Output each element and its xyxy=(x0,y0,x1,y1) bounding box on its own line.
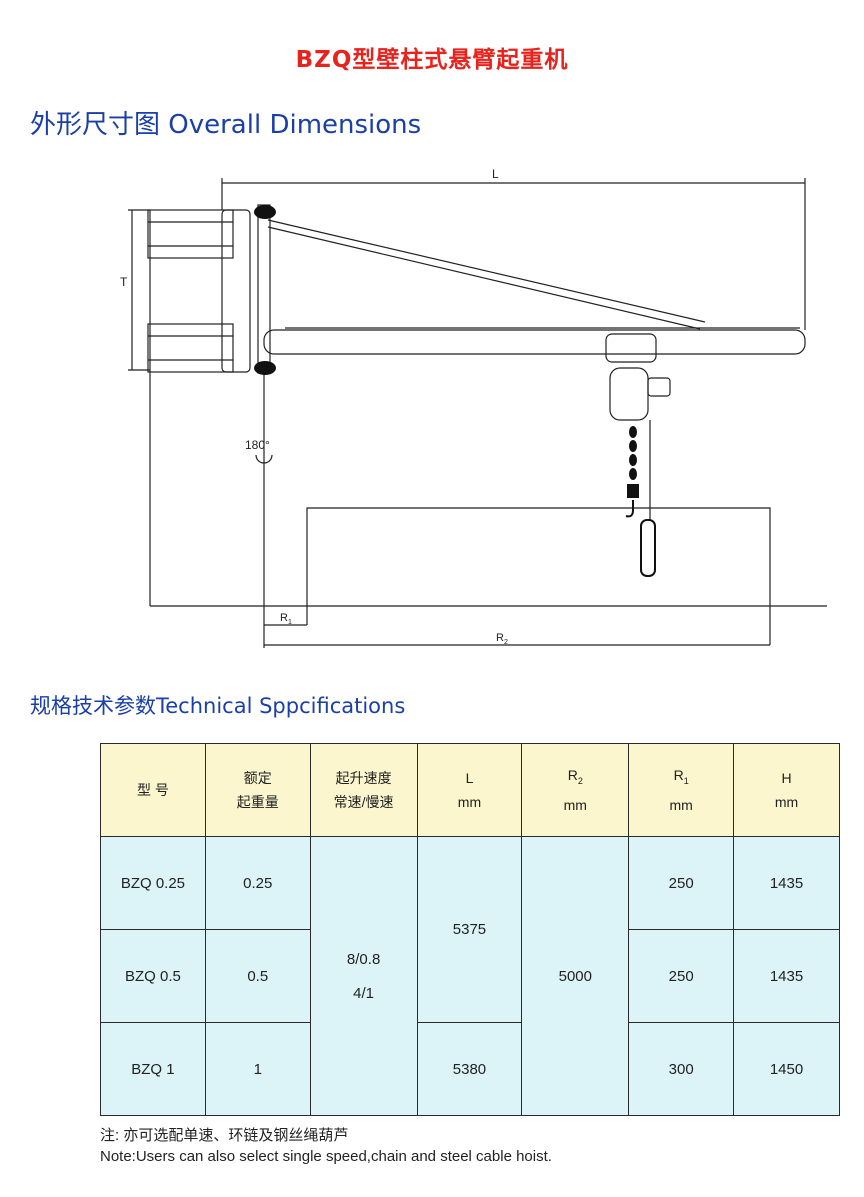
footnote: 注: 亦可选配单速、环链及钢丝绳葫芦 Note:Users can also s… xyxy=(100,1125,552,1167)
cell-capacity: 0.5 xyxy=(204,929,311,1023)
cell-R1: 250 xyxy=(628,836,735,930)
cell-R2: 5000 xyxy=(521,836,630,1116)
header-speed: 起升速度常速/慢速 xyxy=(309,743,418,837)
page-title: BZQ型壁柱式悬臂起重机 xyxy=(295,47,569,73)
label-R1: R1 xyxy=(280,612,292,626)
cell-R1: 250 xyxy=(628,929,735,1023)
label-L: L xyxy=(492,167,499,181)
cell-H: 1435 xyxy=(733,836,840,930)
dimension-drawing: L T 180° R1 R2 xyxy=(120,167,827,648)
cell-H: 1450 xyxy=(733,1022,840,1116)
cell-model: BZQ 0.25 xyxy=(100,836,206,930)
table-row: BZQ 0.5 0.5 250 1435 xyxy=(100,929,840,1023)
label-T: T xyxy=(120,275,128,289)
cell-L-bottom: 5380 xyxy=(416,1022,523,1116)
cell-model: BZQ 0.5 xyxy=(100,929,206,1023)
section-title-dimensions: 外形尺寸图 Overall Dimensions xyxy=(30,110,422,140)
label-R2: R2 xyxy=(496,632,508,646)
cell-L-top: 5375 xyxy=(416,836,523,1023)
header-model: 型 号 xyxy=(100,743,206,837)
label-angle: 180° xyxy=(245,438,270,452)
table-row: BZQ 1 1 5380 300 1450 xyxy=(100,1022,840,1116)
section-title-specifications: 规格技术参数Technical Sppcifications xyxy=(30,694,406,718)
note-english: Note:Users can also select single speed,… xyxy=(100,1148,552,1165)
note-chinese: 注: 亦可选配单速、环链及钢丝绳葫芦 xyxy=(100,1127,349,1144)
cell-capacity: 0.25 xyxy=(204,836,311,930)
cell-capacity: 1 xyxy=(204,1022,311,1116)
cell-model: BZQ 1 xyxy=(100,1022,206,1116)
cell-R1: 300 xyxy=(628,1022,735,1116)
header-capacity: 额定起重量 xyxy=(204,743,311,837)
cell-H: 1435 xyxy=(733,929,840,1023)
